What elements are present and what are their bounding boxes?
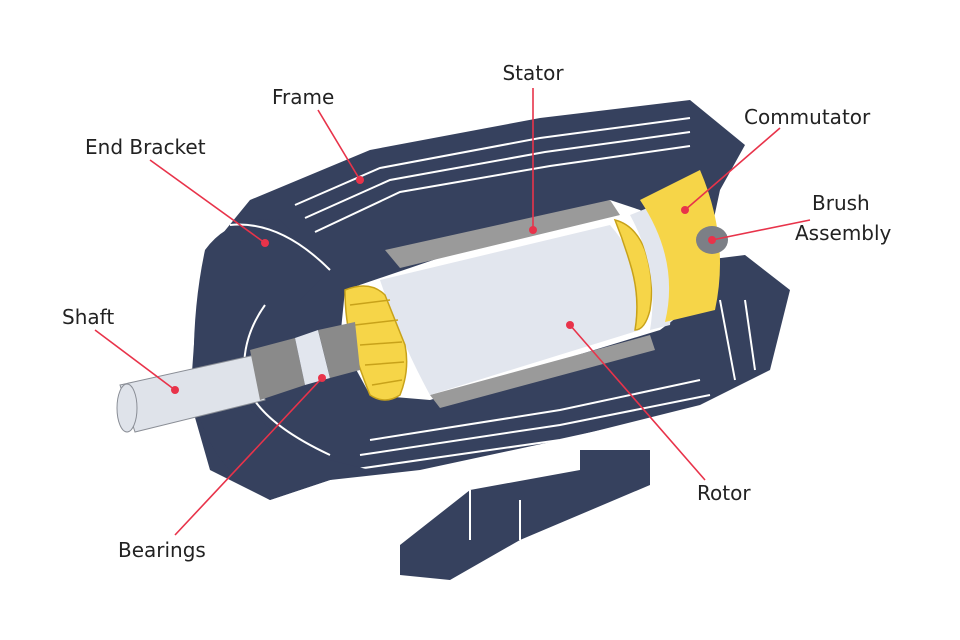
bearings bbox=[250, 322, 360, 400]
rotor-windings bbox=[344, 218, 653, 401]
label-shaft: Shaft bbox=[62, 305, 114, 329]
shaft bbox=[116, 354, 266, 433]
mounting-foot bbox=[400, 450, 650, 580]
label-end-bracket: End Bracket bbox=[85, 135, 206, 159]
stator-poles bbox=[385, 200, 655, 408]
label-bearings: Bearings bbox=[118, 538, 206, 562]
leader-lines bbox=[94, 88, 811, 536]
label-commutator: Commutator bbox=[744, 105, 871, 129]
commutator bbox=[630, 170, 720, 330]
label-frame: Frame bbox=[272, 85, 334, 109]
label-stator: Stator bbox=[502, 61, 564, 85]
rotor bbox=[380, 225, 642, 395]
labels: Stator Frame End Bracket Commutator Brus… bbox=[62, 61, 892, 562]
label-rotor: Rotor bbox=[697, 481, 751, 505]
label-brush: Brush bbox=[812, 191, 870, 215]
label-assembly: Assembly bbox=[795, 221, 892, 245]
